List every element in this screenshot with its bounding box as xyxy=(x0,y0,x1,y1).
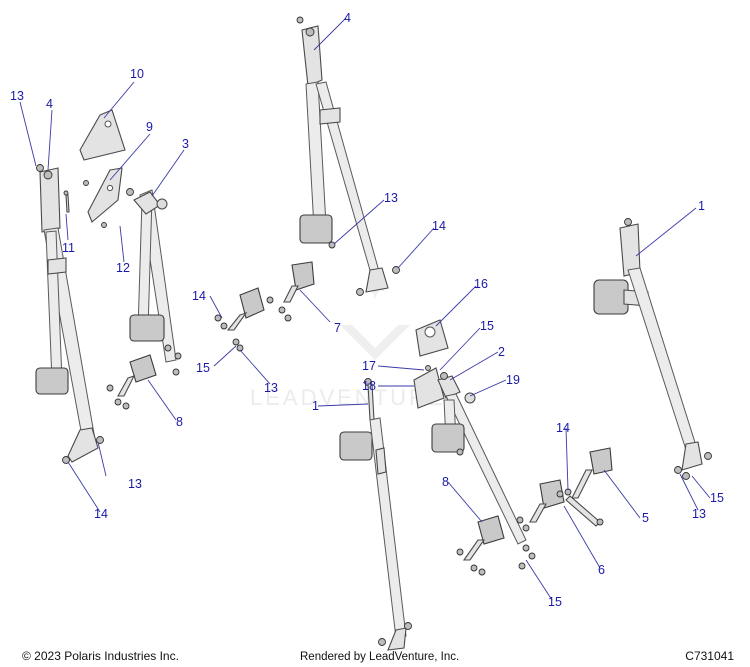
buckle-5 xyxy=(564,447,613,527)
callout-8: 8 xyxy=(176,415,183,429)
callout-11: 11 xyxy=(62,241,75,255)
callout-4: 4 xyxy=(344,11,351,25)
leadventure-watermark: LEADVENTURE xyxy=(250,281,446,410)
anchor-bracket-9 xyxy=(83,167,123,228)
right-front-belt-assembly xyxy=(593,218,712,480)
callout-13: 13 xyxy=(692,507,706,521)
callout-17: 17 xyxy=(362,359,376,373)
callout-10: 10 xyxy=(130,67,144,81)
callout-leaders xyxy=(19,17,711,601)
pillar-trim-18 xyxy=(413,365,445,409)
callout-1: 1 xyxy=(312,399,319,413)
left-rear-belt-assembly xyxy=(106,188,182,410)
callout-4: 4 xyxy=(46,97,53,111)
left-front-belt-assembly xyxy=(35,164,104,464)
right-rear-belt-assembly xyxy=(431,372,536,570)
pillar-trim-16 xyxy=(415,319,449,357)
callout-13: 13 xyxy=(384,191,398,205)
watermark-text: LEADVENTURE xyxy=(250,385,446,410)
buckle-set-8 xyxy=(456,515,505,576)
callout-1: 1 xyxy=(698,199,705,213)
callout-14: 14 xyxy=(192,289,206,303)
figure-id: C731041 xyxy=(685,649,734,663)
callout-2: 2 xyxy=(498,345,505,359)
callout-15: 15 xyxy=(548,595,562,609)
center-upper-belt-assembly xyxy=(296,16,400,296)
callout-8: 8 xyxy=(442,475,449,489)
callout-7: 7 xyxy=(334,321,341,335)
callout-13: 13 xyxy=(10,89,24,103)
callout-15: 15 xyxy=(480,319,494,333)
callout-14: 14 xyxy=(432,219,446,233)
callout-16: 16 xyxy=(474,277,488,291)
callout-9: 9 xyxy=(146,120,153,134)
callout-3: 3 xyxy=(182,137,189,151)
callout-15: 15 xyxy=(196,361,210,375)
buckle-set-7 xyxy=(214,261,315,352)
callout-14: 14 xyxy=(94,507,108,521)
callout-labels: 13 4 10 9 3 11 12 4 13 14 1 14 7 15 13 8… xyxy=(10,11,724,609)
callout-13: 13 xyxy=(128,477,142,491)
callout-19: 19 xyxy=(506,373,520,387)
callout-5: 5 xyxy=(642,511,649,525)
anchor-cover-10 xyxy=(79,109,126,161)
center-lower-belt-assembly xyxy=(339,378,412,651)
callout-18: 18 xyxy=(362,379,376,393)
buckle-6 xyxy=(516,479,565,532)
rendered-by-credit: Rendered by LeadVenture, Inc. xyxy=(300,651,460,663)
copyright-notice: © 2023 Polaris Industries Inc. xyxy=(22,649,179,663)
callout-15: 15 xyxy=(710,491,724,505)
callout-12: 12 xyxy=(116,261,130,275)
callout-6: 6 xyxy=(598,563,605,577)
callout-13: 13 xyxy=(264,381,278,395)
callout-14: 14 xyxy=(556,421,570,435)
